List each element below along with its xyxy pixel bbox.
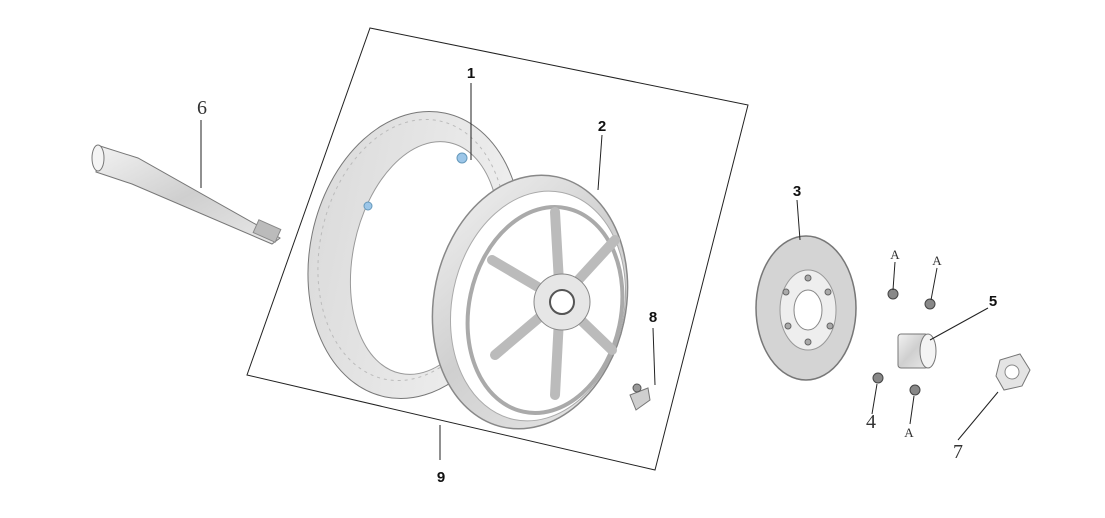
- valve-part: [629, 383, 651, 411]
- callout-wheel-assembly: 9: [437, 469, 445, 486]
- callout-bolt-lower-right: A: [904, 425, 914, 440]
- callout-axle-nut: 7: [953, 441, 963, 463]
- callout-axle: 6: [197, 97, 207, 119]
- bolt-lower-right: [909, 384, 921, 396]
- callout-spacer: 5: [989, 293, 997, 310]
- rim-part: [431, 174, 629, 430]
- callout-tire: 1: [467, 65, 475, 82]
- callout-bolt-upper-left: A: [890, 247, 900, 262]
- callout-rim: 2: [598, 118, 606, 135]
- callout-valve: 8: [649, 309, 657, 326]
- axle-nut-part: [995, 353, 1031, 391]
- leader-lines: [200, 83, 999, 460]
- brake-disc-part: [755, 235, 857, 381]
- bolt-upper-right: [924, 298, 936, 310]
- spacer-part: [897, 333, 937, 369]
- assembly-frame: [246, 27, 749, 471]
- bolt-lower-left: [872, 372, 884, 384]
- disc-bolts: [872, 288, 936, 396]
- callout-brake-disc: 3: [793, 183, 801, 200]
- axle-part: [91, 144, 282, 245]
- callout-bolt-upper-right: A: [932, 253, 942, 268]
- bolt-upper-left: [887, 288, 899, 300]
- callout-bolt-lower-left: 4: [866, 411, 876, 433]
